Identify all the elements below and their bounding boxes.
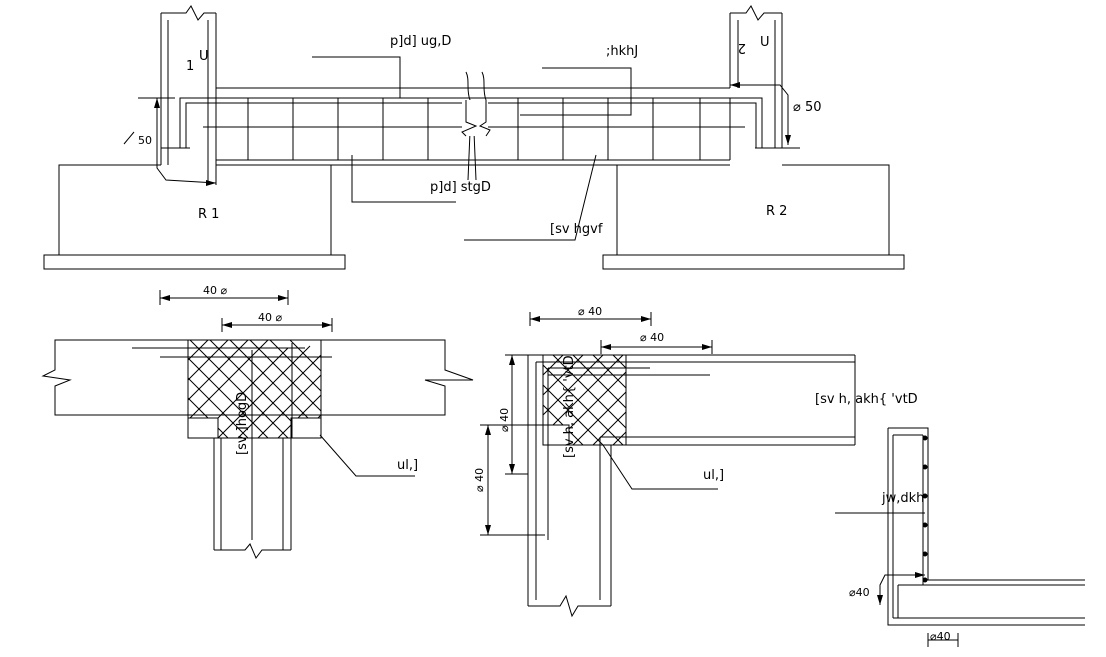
rebar-dots [922, 435, 928, 583]
dim-40-mid-a: ⌀ 40 [578, 305, 602, 318]
col1-mark: 1 [186, 59, 194, 74]
bottom-bar-label: p]d] stgD [430, 180, 491, 195]
col2-mark: 2 [738, 40, 746, 55]
vert-dim-a: ⌀ 40 [498, 408, 511, 432]
leader-stirrup: ;hkhJ [520, 44, 638, 116]
joint-detail-left: 40 ⌀ 40 ⌀ [sv ]hogD ul,] [41, 284, 474, 559]
leader-bottom-bar: p]d] stgD [351, 155, 491, 203]
ul-mid: ul,] [703, 468, 724, 483]
leader-beam: [sv hgvf [464, 154, 603, 241]
dim-40-left-b: 40 ⌀ [258, 311, 282, 324]
vert-dim-b: ⌀ 40 [473, 468, 486, 492]
vert-text-left: [sv ]hogD [235, 392, 250, 455]
top-bar-label: p]d] ug,D [390, 34, 451, 49]
col1-u: U [199, 49, 209, 64]
wall-label: jw,dkh [881, 491, 924, 506]
joint-hatch [187, 339, 322, 439]
right-column: 2 U [729, 5, 783, 148]
wall-slab-detail: jw,dkh ⌀40 ⌀40 [835, 427, 1085, 647]
dim-50-left-text: 50 [138, 134, 152, 147]
phi-right: ⌀ [793, 100, 801, 115]
stirrup-label: ;hkhJ [606, 44, 638, 59]
left-column: 1 U [160, 5, 217, 185]
dim-40-br-a: ⌀40 [849, 586, 870, 599]
dim-40-br-b: ⌀40 [930, 630, 951, 643]
corner-hatch-area [542, 354, 627, 446]
dim-50-left: 50 [123, 97, 217, 186]
dim-40-mid-b: ⌀ 40 [640, 331, 664, 344]
beam-body [160, 71, 782, 181]
col2-u: U [760, 35, 770, 50]
support-1-label: R 1 [198, 207, 219, 222]
corner-label: [sv h, akh{ 'vtD [815, 392, 918, 407]
dim-50-right-text: 50 [805, 100, 822, 115]
dim-40-left-a: 40 ⌀ [203, 284, 227, 297]
beam-elevation: 1 U 2 U [43, 5, 905, 270]
leader-top-bar: p]d] ug,D [312, 34, 451, 98]
support-2-label: R 2 [766, 204, 787, 219]
beam-label: [sv hgvf [550, 222, 603, 237]
support-left: R 1 [43, 164, 346, 270]
vert-text-mid: [sv h, akh{ 'vtD [562, 355, 577, 458]
joint-hatch-area [187, 339, 322, 439]
joint-detail-corner: ⌀ 40 ⌀ 40 ⌀ 40 ⌀ 40 [sv h, akh{ 'vtD ul,… [473, 305, 918, 618]
ul-left: ul,] [397, 458, 418, 473]
support-right: R 2 [602, 164, 905, 270]
dim-50-right: ⌀ 50 [730, 82, 822, 149]
